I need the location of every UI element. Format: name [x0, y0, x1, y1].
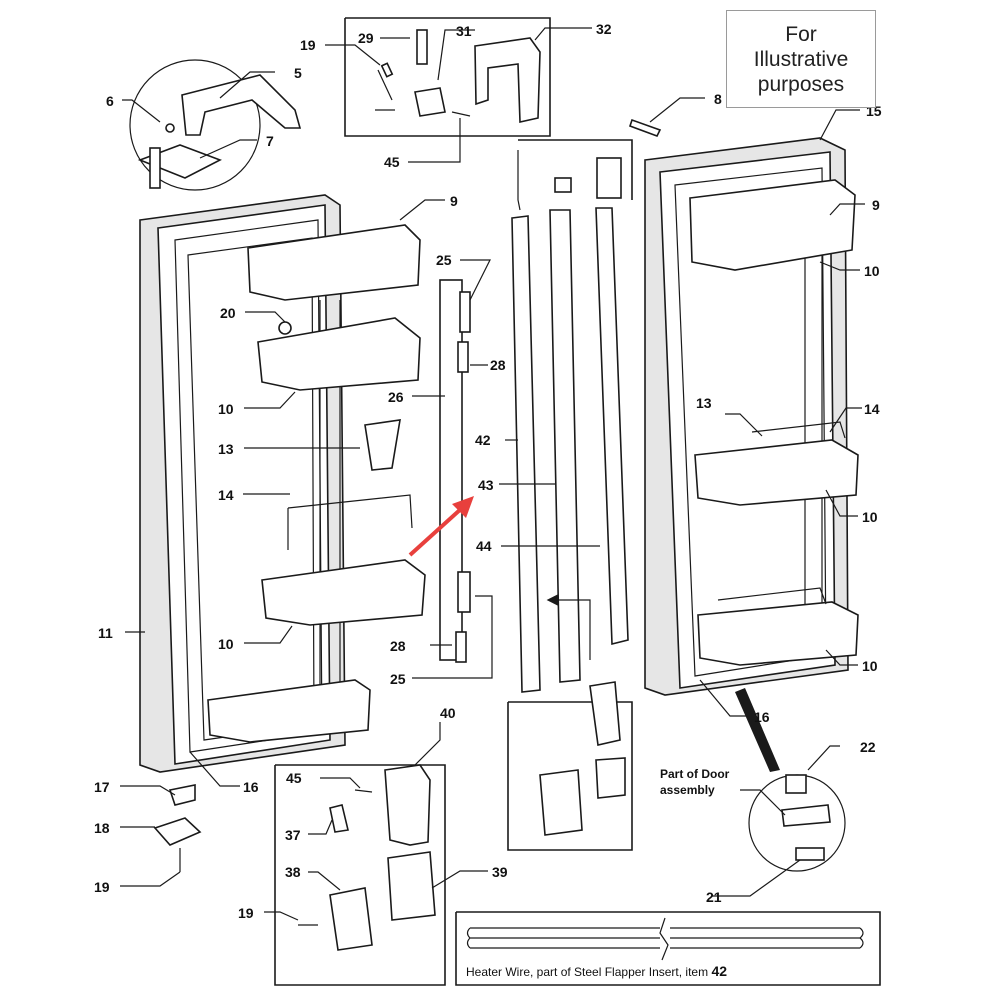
note-line-2: Illustrative — [753, 47, 849, 71]
callout-16-left: 16 — [243, 779, 259, 795]
callout-10-left-b: 10 — [218, 636, 234, 652]
callout-26: 26 — [388, 389, 404, 405]
left-door-bin-lower — [261, 559, 426, 626]
callout-25-top: 25 — [436, 252, 452, 268]
left-shelf-cover-9 — [247, 224, 421, 301]
callout-13-left: 13 — [218, 441, 234, 457]
part-38 — [329, 887, 373, 951]
heater-wire-panel: Heater Wire, part of Steel Flapper Inser… — [455, 911, 881, 986]
part-37 — [329, 804, 349, 833]
highlight-arrowhead — [452, 496, 474, 518]
callout-19-bot: 19 — [94, 879, 110, 895]
note-line-1: For — [785, 22, 817, 46]
callout-13-right: 13 — [696, 395, 712, 411]
illustrative-note-box: For Illustrative purposes — [726, 10, 876, 108]
screw-6 — [165, 123, 175, 133]
callout-10-right-mid: 10 — [862, 509, 878, 525]
callout-5: 5 — [294, 65, 302, 81]
callout-45-mid: 45 — [286, 770, 302, 786]
callout-14-right: 14 — [864, 401, 880, 417]
callout-28-top: 28 — [490, 357, 506, 373]
callout-19-top: 19 — [300, 37, 316, 53]
callout-31: 31 — [456, 23, 472, 39]
door-note-line1: Part of Door — [660, 767, 730, 781]
right-door-assembly — [628, 118, 859, 696]
door-note-line2: assembly — [660, 783, 715, 797]
right-door-bin-middle — [694, 439, 859, 506]
door-detail-circle — [735, 688, 846, 872]
part-39 — [387, 851, 436, 921]
left-door-bin-upper — [257, 317, 421, 391]
highlight-arrow — [408, 506, 464, 557]
hinge-cover-5 — [181, 74, 302, 136]
callout-11: 11 — [98, 625, 113, 641]
center-mullion-parts — [439, 139, 633, 693]
bottom-center-parts-group — [274, 764, 446, 986]
callout-16-right: 16 — [754, 709, 770, 725]
callout-32: 32 — [596, 21, 612, 37]
hinge-bracket-31 — [414, 87, 446, 117]
callout-20: 20 — [220, 305, 236, 321]
callout-25-bot: 25 — [390, 671, 406, 687]
callout-42: 42 — [475, 432, 491, 448]
callout-17: 17 — [94, 779, 110, 795]
pin-8 — [628, 118, 662, 137]
callout-labels: 29 31 32 19 45 5 6 7 8 15 9 9 10 25 28 2… — [94, 21, 882, 921]
callout-7: 7 — [266, 133, 274, 149]
right-shelf-cover-9 — [689, 179, 856, 271]
callout-39: 39 — [492, 864, 508, 880]
callout-10-left-a: 10 — [218, 401, 234, 417]
callout-19-mid: 19 — [238, 905, 254, 921]
leader-lines — [120, 27, 865, 921]
callout-38: 38 — [285, 864, 301, 880]
callout-21: 21 — [706, 889, 722, 905]
left-bottom-hinge-group — [153, 784, 202, 872]
callout-43: 43 — [478, 477, 494, 493]
callout-6: 6 — [106, 93, 114, 109]
closure-parts-group — [507, 594, 633, 851]
screw-29 — [416, 29, 428, 65]
callout-18: 18 — [94, 820, 110, 836]
callout-10-right-bot: 10 — [862, 658, 878, 674]
callout-9-left: 9 — [450, 193, 458, 209]
callout-40: 40 — [440, 705, 456, 721]
left-top-hinge-group — [129, 59, 302, 191]
callout-28-bot: 28 — [390, 638, 406, 654]
callout-14-left: 14 — [218, 487, 234, 503]
callout-8: 8 — [714, 91, 722, 107]
note-line-3: purposes — [757, 72, 845, 96]
hinge-32 — [474, 37, 541, 123]
callout-45-top: 45 — [384, 154, 400, 170]
heater-wire-caption: Heater Wire, part of Steel Flapper Inser… — [466, 963, 727, 979]
callout-10-right-top: 10 — [864, 263, 880, 279]
part-40 — [384, 764, 431, 846]
left-door-assembly — [139, 194, 426, 773]
callout-44: 44 — [476, 538, 492, 554]
right-door-bin-lower — [697, 601, 859, 666]
callout-9-right: 9 — [872, 197, 880, 213]
callout-22: 22 — [860, 739, 876, 755]
callout-29: 29 — [358, 30, 374, 46]
callout-37: 37 — [285, 827, 301, 843]
top-hinge-parts-group — [344, 17, 551, 137]
